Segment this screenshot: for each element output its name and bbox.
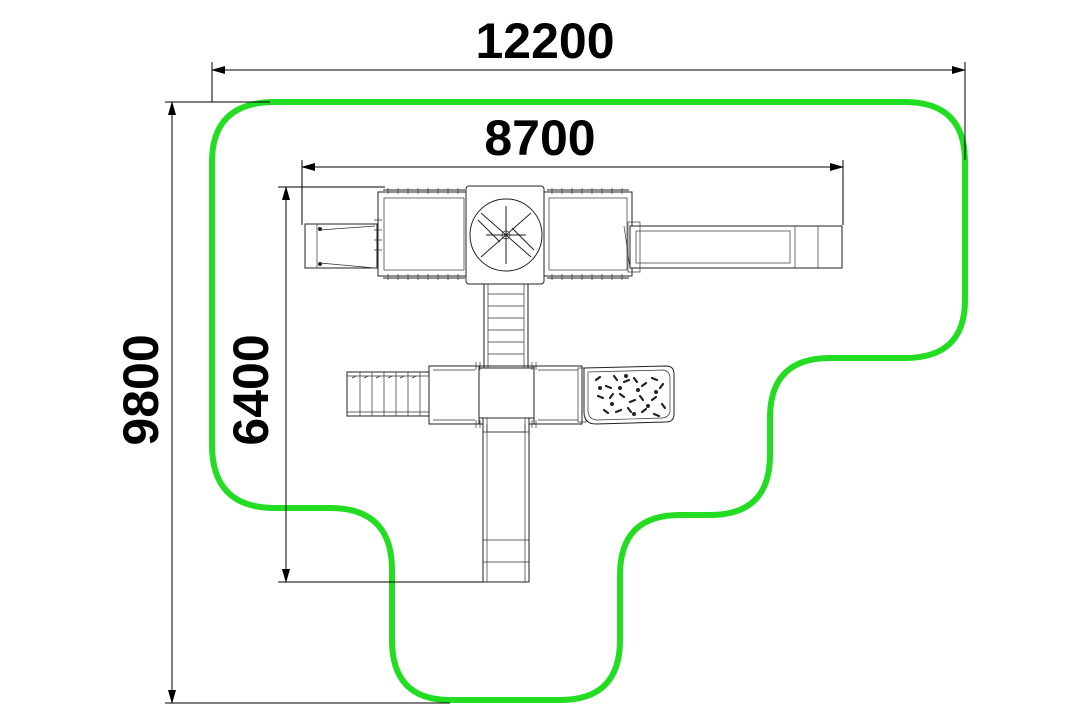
dimension-structure-width: 8700 [301,110,844,225]
dimension-structure-width-label: 8700 [484,110,595,166]
dimension-structure-height: 6400 [223,186,487,583]
upper-right-platform [543,188,633,280]
middle-platforms [428,362,587,428]
play-structure [304,185,843,583]
vertical-ladder [483,283,529,369]
upper-left-platform [374,188,469,280]
dimension-overall-height: 9800 [113,101,450,704]
safety-zone-outline [209,99,968,703]
bottom-slide [482,417,530,583]
dimension-overall-width: 12200 [211,13,966,160]
dimension-overall-height-label: 9800 [113,334,169,445]
right-slide [623,221,843,273]
right-climbing-wall [583,365,675,425]
left-climbing-ramp [346,371,430,417]
dimension-structure-height-label: 6400 [223,334,279,445]
central-roof [465,185,545,285]
left-ramp [304,223,378,269]
dimension-overall-width-label: 12200 [475,13,614,69]
